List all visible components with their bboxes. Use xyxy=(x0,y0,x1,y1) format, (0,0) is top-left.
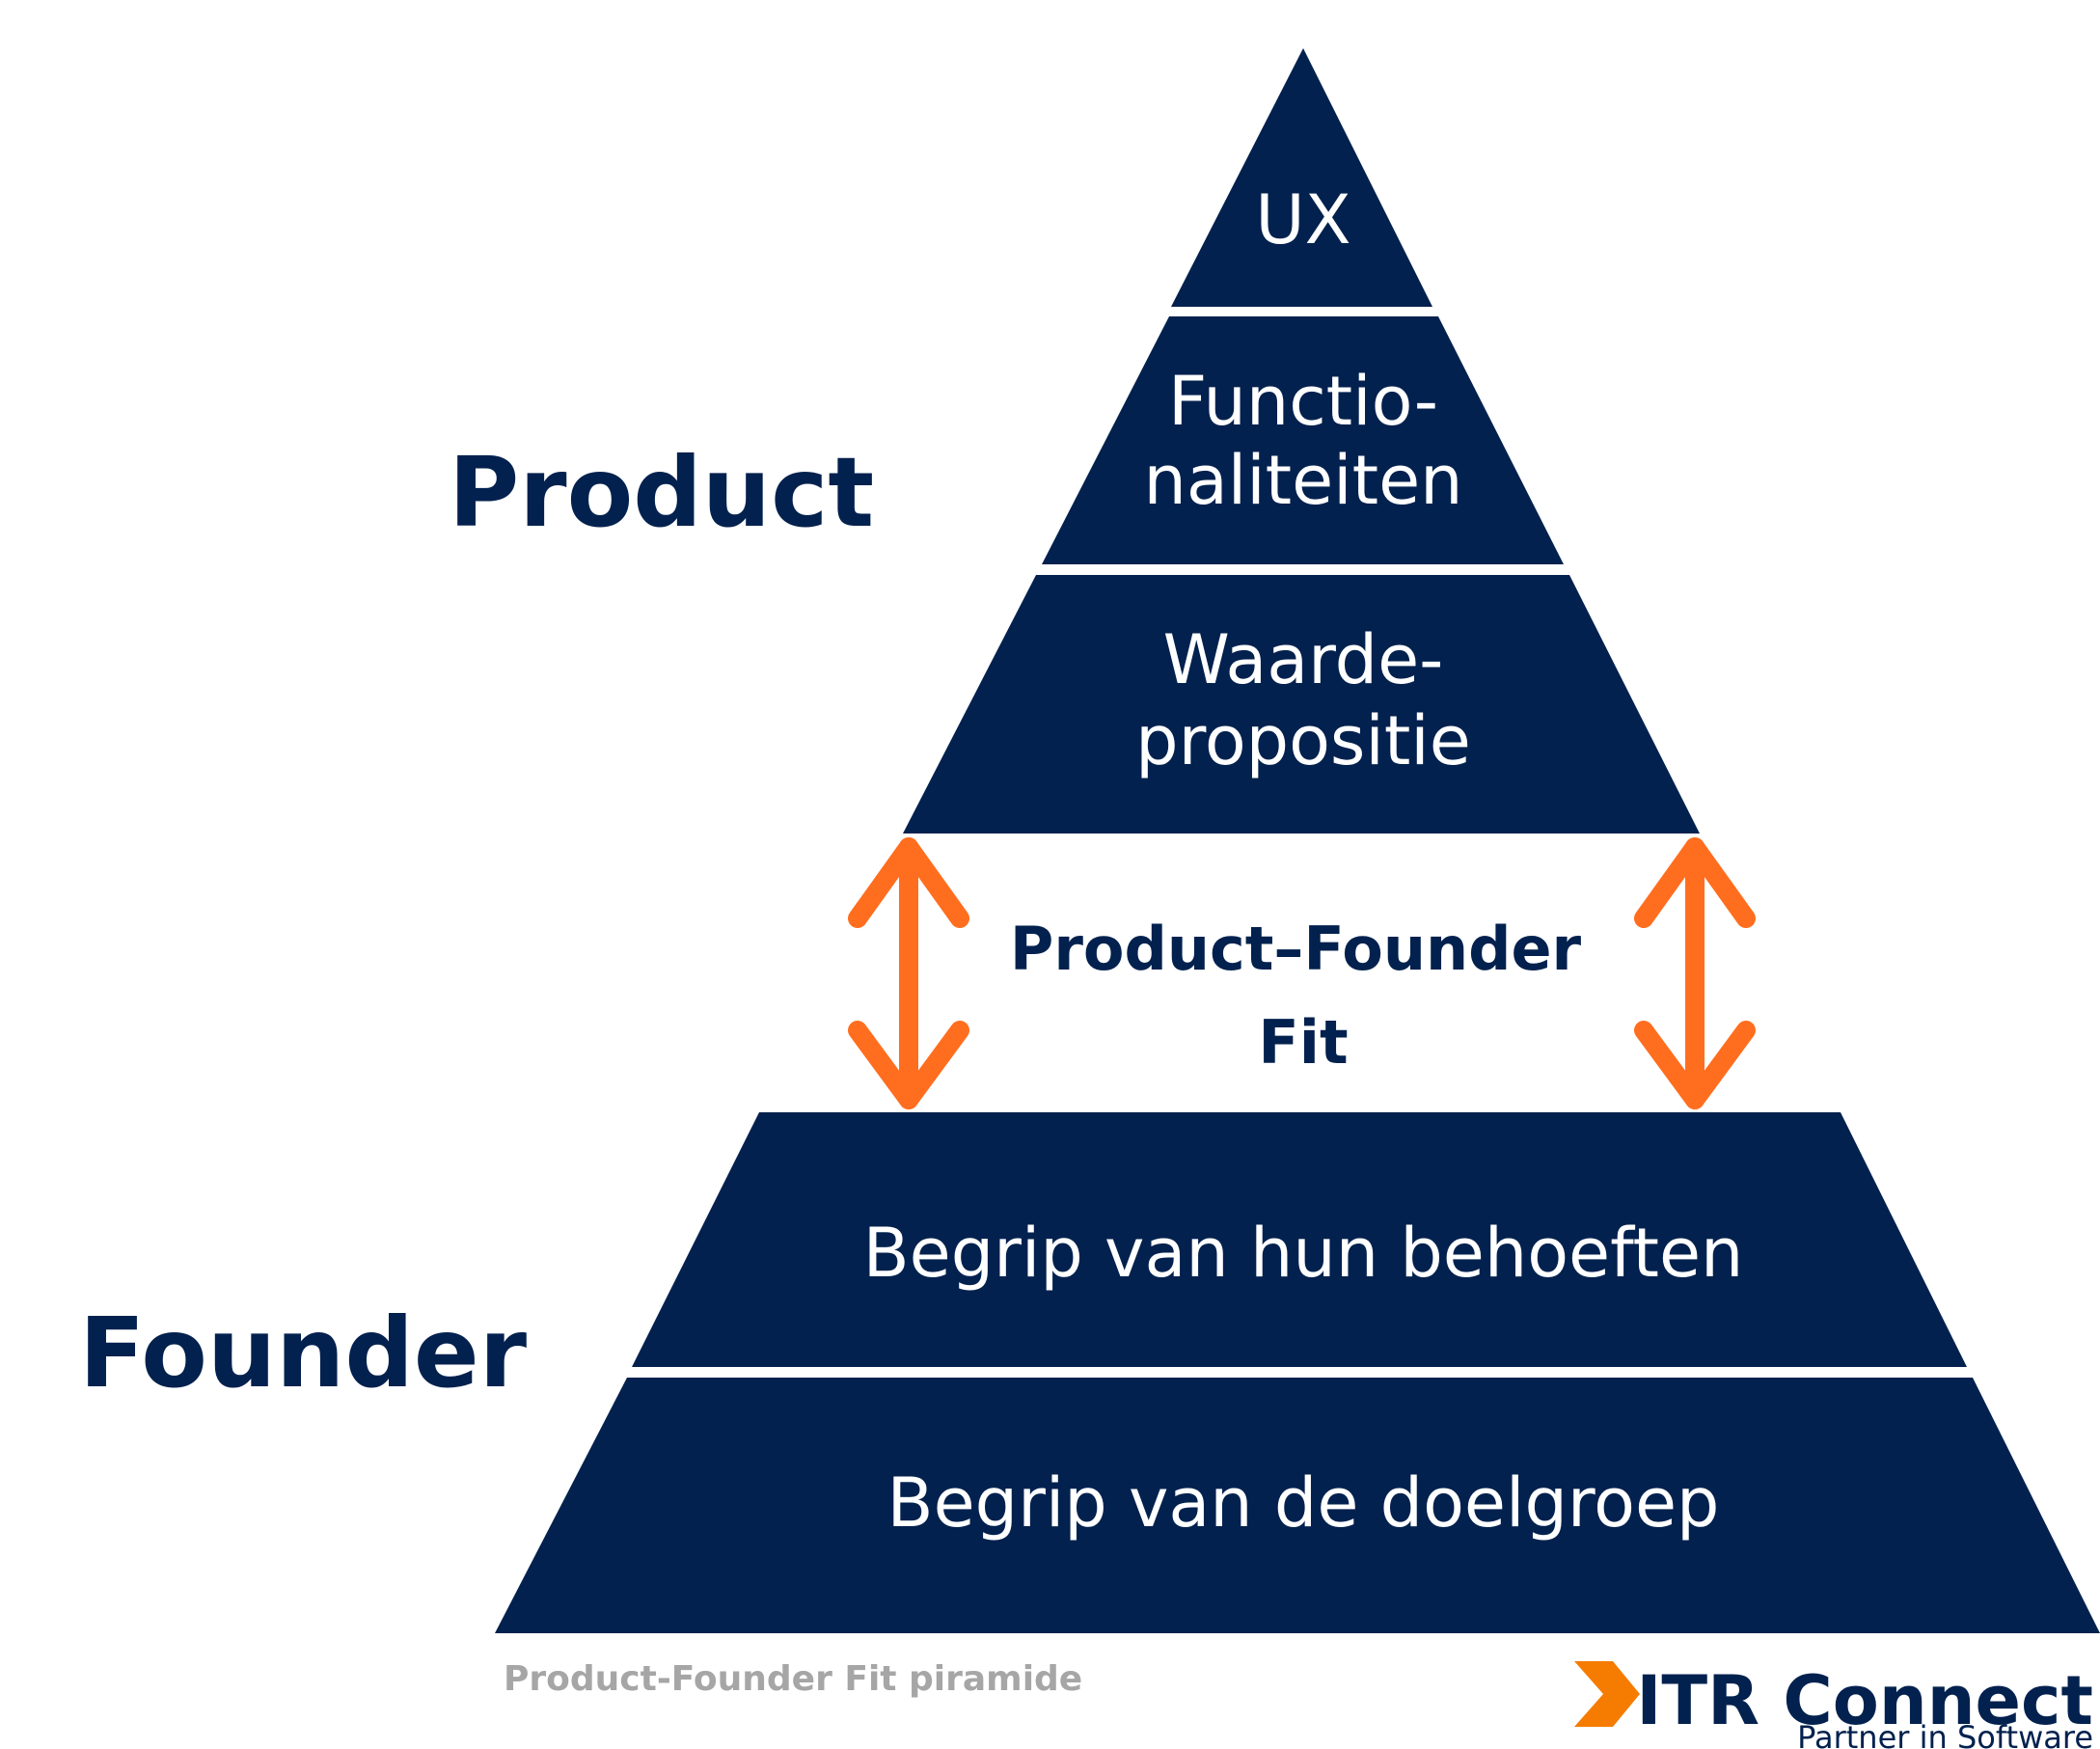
fit-label-line-2: Fit xyxy=(1258,1007,1348,1078)
caption: Product-Founder Fit piramide xyxy=(504,1659,1082,1699)
tier-behoeften xyxy=(632,1112,1967,1367)
side-label-product: Product xyxy=(449,436,874,549)
tier-functionaliteiten xyxy=(1042,316,1564,564)
side-label-founder: Founder xyxy=(79,1297,528,1409)
tier-waardepropositie xyxy=(903,575,1700,834)
brand-name: ITR Connect xyxy=(1636,1661,2093,1740)
founder-pyramid xyxy=(495,1112,2100,1633)
left-double-arrow-icon xyxy=(848,837,969,1109)
tier-behoeften-label: Begrip van hun behoeften xyxy=(863,1214,1744,1293)
chevron-arrow-icon xyxy=(1574,1661,1640,1727)
tier-waardepropositie-label-2: propositie xyxy=(1135,701,1471,780)
tier-doelgroep xyxy=(495,1378,2100,1633)
brand-tagline: Partner in Software xyxy=(1797,1719,2093,1749)
tier-waardepropositie-label-1: Waarde- xyxy=(1163,620,1444,699)
right-double-arrow-icon xyxy=(1634,837,1756,1109)
tier-doelgroep-label: Begrip van de doelgroep xyxy=(887,1463,1720,1543)
tier-ux xyxy=(1171,48,1432,307)
fit-label-line-1: Product–Founder xyxy=(1010,914,1582,984)
tier-functionaliteiten-label-2: naliteiten xyxy=(1144,441,1463,520)
tier-functionaliteiten-label-1: Functio- xyxy=(1168,362,1438,441)
itr-connect-logo: ITR Connect Partner in Software xyxy=(1574,1661,2093,1749)
product-pyramid xyxy=(903,48,1700,834)
tier-ux-label: UX xyxy=(1255,180,1350,260)
